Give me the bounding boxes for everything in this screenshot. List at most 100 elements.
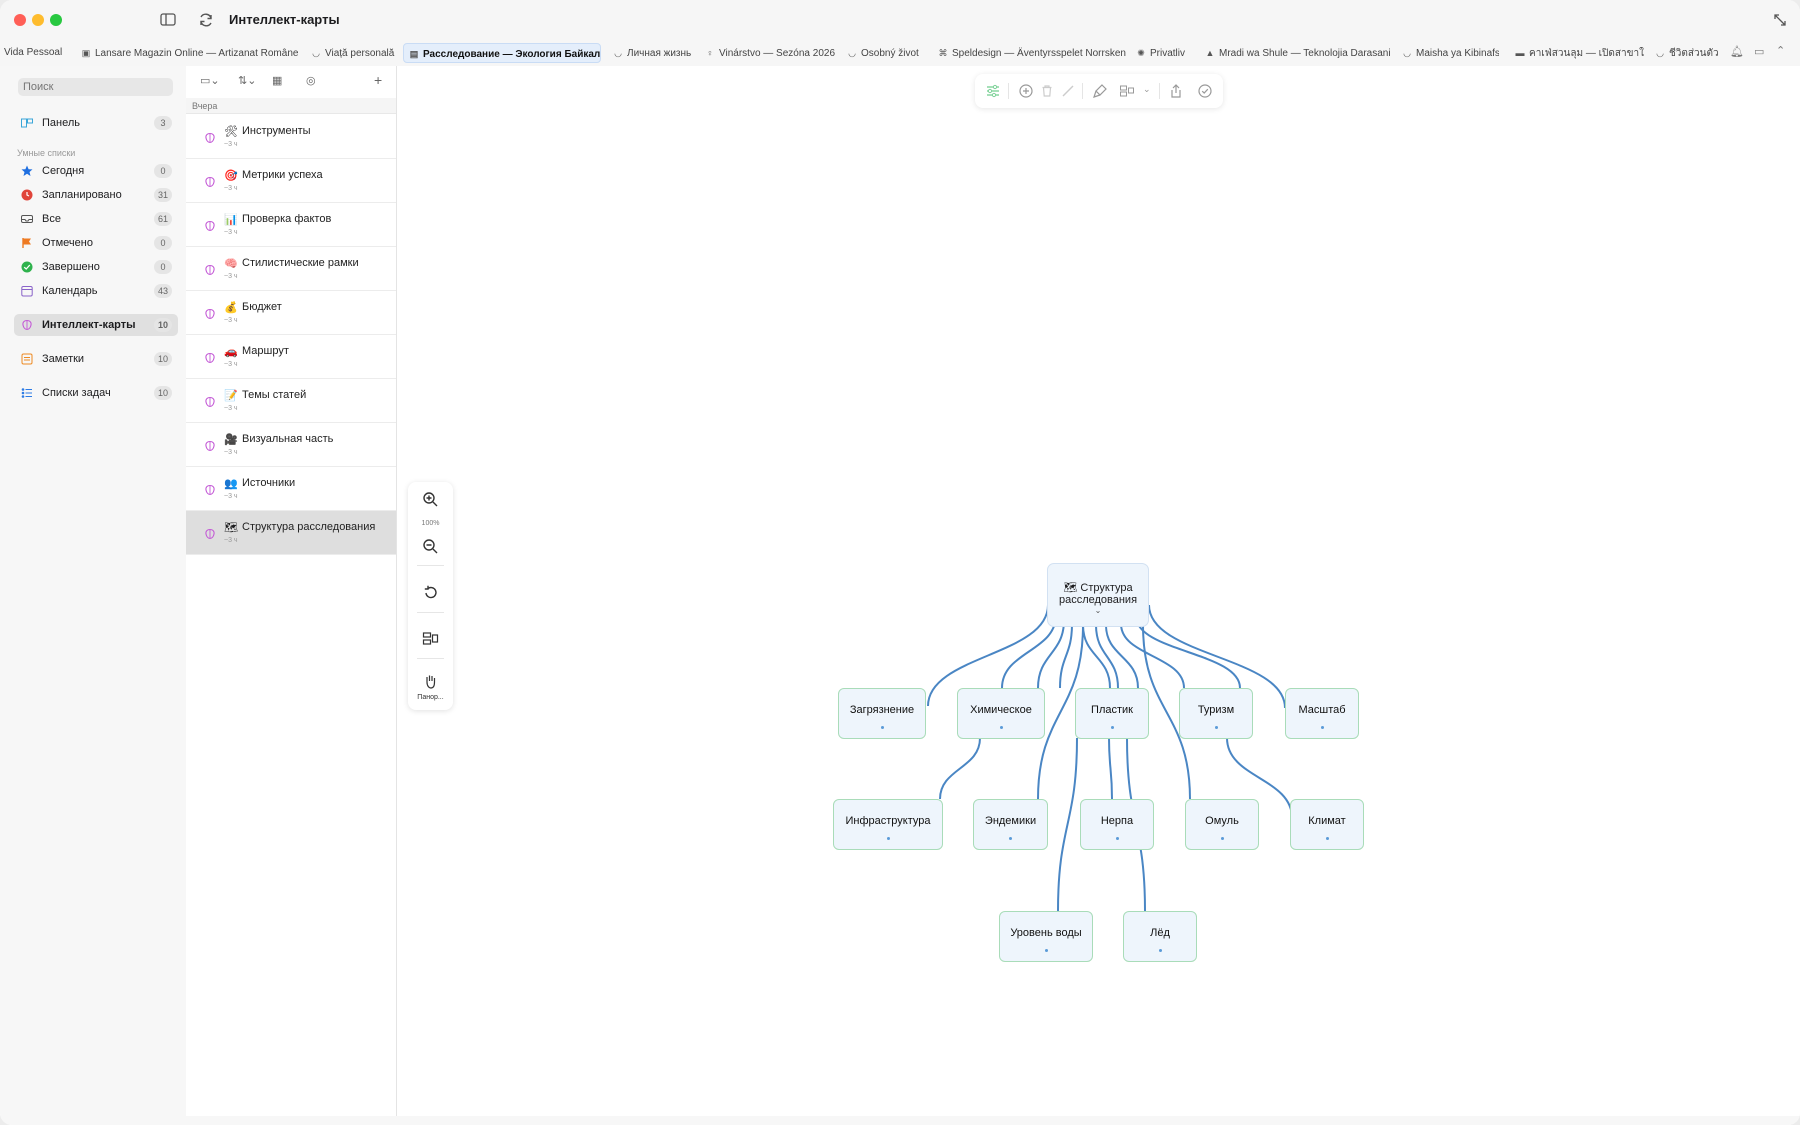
mind-map-node[interactable]: Инфраструктура <box>833 799 943 850</box>
tab-icon: ◡ <box>312 48 320 58</box>
connection-line <box>1226 737 1293 819</box>
brain-icon <box>204 263 216 276</box>
list-item[interactable]: 📝Темы статей~3 ч <box>186 379 396 423</box>
check-circle-icon[interactable] <box>1197 83 1213 99</box>
node-handle[interactable] <box>1220 837 1224 840</box>
list-item[interactable]: 🗺Структура расследования~3 ч <box>186 511 396 555</box>
node-handle[interactable] <box>1325 837 1329 840</box>
brain-icon <box>204 483 216 496</box>
list-item[interactable]: 🧠Стилистические рамки~3 ч <box>186 247 396 291</box>
tab-item[interactable]: ◡ชีวิตส่วนตัว <box>1650 43 1718 63</box>
fullscreen-icon[interactable] <box>1770 10 1790 30</box>
node-handle[interactable] <box>1044 949 1048 952</box>
tab-item[interactable]: ▬คาเฟ่สวนลุม — เปิดสาขาใหม่ <box>1510 43 1645 63</box>
node-handle[interactable] <box>886 837 890 840</box>
pan-hand-icon[interactable] <box>422 673 439 690</box>
sort-icon[interactable]: ⇅⌄ <box>238 75 257 87</box>
zoom-in-icon[interactable] <box>422 491 439 508</box>
sidebar-item-label: Запланировано <box>42 189 122 201</box>
list-item[interactable]: 💰Бюджет~3 ч <box>186 291 396 335</box>
brush-icon[interactable] <box>1092 83 1108 99</box>
node-handle[interactable] <box>1115 837 1119 840</box>
sidebar-item-all[interactable]: Все 61 <box>14 208 178 230</box>
list-item[interactable]: 📊Проверка фактов~3 ч <box>186 203 396 247</box>
list-item[interactable]: 👥Источники~3 ч <box>186 467 396 511</box>
mind-map-node[interactable]: Уровень воды <box>999 911 1093 962</box>
mind-map-node[interactable]: Туризм <box>1179 688 1253 739</box>
close-window-button[interactable] <box>14 14 26 26</box>
sidebar-item-flagged[interactable]: Отмечено 0 <box>14 232 178 254</box>
sidebar-item-today[interactable]: Сегодня 0 <box>14 160 178 182</box>
zoom-out-icon[interactable] <box>422 538 439 555</box>
sidebar-item-completed[interactable]: Завершено 0 <box>14 256 178 278</box>
tab-item[interactable]: ◡Maisha ya Kibinafsi <box>1397 43 1499 63</box>
list-item[interactable]: 🚗Маршрут~3 ч <box>186 335 396 379</box>
node-handle[interactable] <box>1009 837 1012 840</box>
mind-map-node[interactable]: Климат <box>1290 799 1364 850</box>
view-mode-icon[interactable]: ▦ <box>272 75 283 87</box>
node-handle[interactable] <box>1158 949 1162 952</box>
node-label: Химическое <box>970 704 1032 716</box>
node-handle[interactable] <box>1110 726 1114 729</box>
sidebar-item-task-lists[interactable]: Списки задач 10 <box>14 382 178 404</box>
mind-map-node[interactable]: Загрязнение <box>838 688 926 739</box>
bell-icon[interactable]: 🔔︎ <box>1730 46 1744 58</box>
mind-map-node[interactable]: Омуль <box>1185 799 1259 850</box>
mind-map-node[interactable]: Эндемики <box>973 799 1048 850</box>
sidebar-toggle-icon[interactable] <box>158 10 178 30</box>
add-node-icon[interactable] <box>1018 83 1034 99</box>
layout-icon[interactable]: ▭ <box>1754 46 1765 58</box>
tab-item[interactable]: ▲Mradi wa Shule — Teknolojia Darasani <box>1200 43 1395 63</box>
sync-icon[interactable] <box>196 10 216 30</box>
sidebar-item-scheduled[interactable]: Запланировано 31 <box>14 184 178 206</box>
mind-map-node[interactable]: Масштаб <box>1285 688 1359 739</box>
node-handle[interactable] <box>880 726 884 729</box>
search-input[interactable] <box>18 78 173 96</box>
chevron-down-icon[interactable]: ⌄ <box>1143 84 1151 94</box>
select-circle-icon[interactable]: ◎ <box>306 75 316 87</box>
tab-item[interactable]: ✺Privatliv <box>1131 43 1209 63</box>
tab-item[interactable]: ⌘Speldesign — Äventyrsspelet Norrsken <box>933 43 1131 63</box>
fit-layout-icon[interactable] <box>422 630 439 647</box>
tab-item[interactable]: ◡Личная жизнь <box>608 43 694 63</box>
list-item[interactable]: 🎯Метрики успеха~3 ч <box>186 159 396 203</box>
minimize-window-button[interactable] <box>32 14 44 26</box>
tab-item[interactable]: Vida Pessoal <box>0 43 68 63</box>
mind-map-node[interactable]: Химическое <box>957 688 1045 739</box>
canvas-toolbar: ⌄ <box>975 74 1223 108</box>
node-label: Масштаб <box>1298 704 1346 716</box>
filter-icon[interactable]: ▭⌄ <box>200 75 220 87</box>
trash-icon[interactable] <box>1039 83 1055 99</box>
connection-line <box>1120 623 1185 689</box>
tab-item[interactable]: ♀Vinárstvo — Sezóna 2026 <box>700 43 836 63</box>
zoom-window-button[interactable] <box>50 14 62 26</box>
share-icon[interactable] <box>1168 83 1184 99</box>
list-item[interactable]: 🛠Инструменты~3 ч <box>186 115 396 159</box>
tab-item-active[interactable]: ▤Расследование — Экология Байкала <box>403 43 601 63</box>
tab-label: Maisha ya Kibinafsi <box>1416 48 1499 59</box>
sliders-icon[interactable] <box>985 83 1001 99</box>
node-handle[interactable] <box>1214 726 1218 729</box>
add-icon[interactable]: + <box>374 72 383 88</box>
tab-item[interactable]: ◡Osobný život <box>842 43 932 63</box>
sidebar-item-mind-maps[interactable]: Интеллект-карты 10 <box>14 314 178 336</box>
node-handle[interactable] <box>999 726 1003 729</box>
layout-icon[interactable] <box>1119 83 1135 99</box>
tab-item[interactable]: ◡Viață personală <box>306 43 396 63</box>
sidebar-item-dashboard[interactable]: Панель 3 <box>14 112 178 134</box>
list-item[interactable]: 🎥Визуальная часть~3 ч <box>186 423 396 467</box>
root-node[interactable]: 🗺 Структура расследования ⌄ <box>1047 563 1149 627</box>
sidebar-item-calendar[interactable]: Календарь 43 <box>14 280 178 302</box>
node-handle[interactable] <box>1320 726 1324 729</box>
chevron-down-icon[interactable]: ⌄ <box>1094 606 1102 615</box>
line-icon[interactable] <box>1060 83 1076 99</box>
mind-map-node[interactable]: Нерпа <box>1080 799 1154 850</box>
reset-icon[interactable] <box>422 584 439 601</box>
tab-item[interactable]: ▣Lansare Magazin Online — Artizanat Româ… <box>76 43 298 63</box>
mind-map-node[interactable]: Пластик <box>1075 688 1149 739</box>
mind-map-node[interactable]: Лёд <box>1123 911 1197 962</box>
chevron-up-icon[interactable]: ⌃ <box>1776 45 1786 57</box>
sidebar-item-notes[interactable]: Заметки 10 <box>14 348 178 370</box>
check-circle-icon <box>21 261 33 273</box>
